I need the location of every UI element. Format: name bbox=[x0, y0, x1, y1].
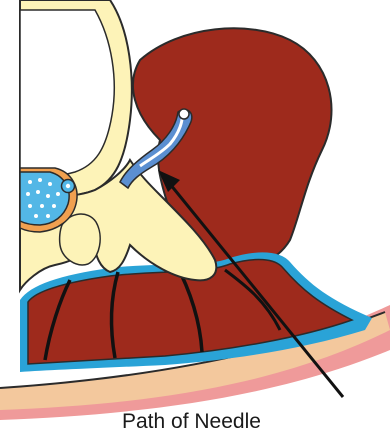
nerve-root bbox=[62, 180, 75, 193]
nerve-tube-end bbox=[179, 109, 189, 119]
vertebral-body-inner bbox=[20, 10, 114, 176]
needle-path-label: Path of Needle bbox=[122, 410, 261, 433]
